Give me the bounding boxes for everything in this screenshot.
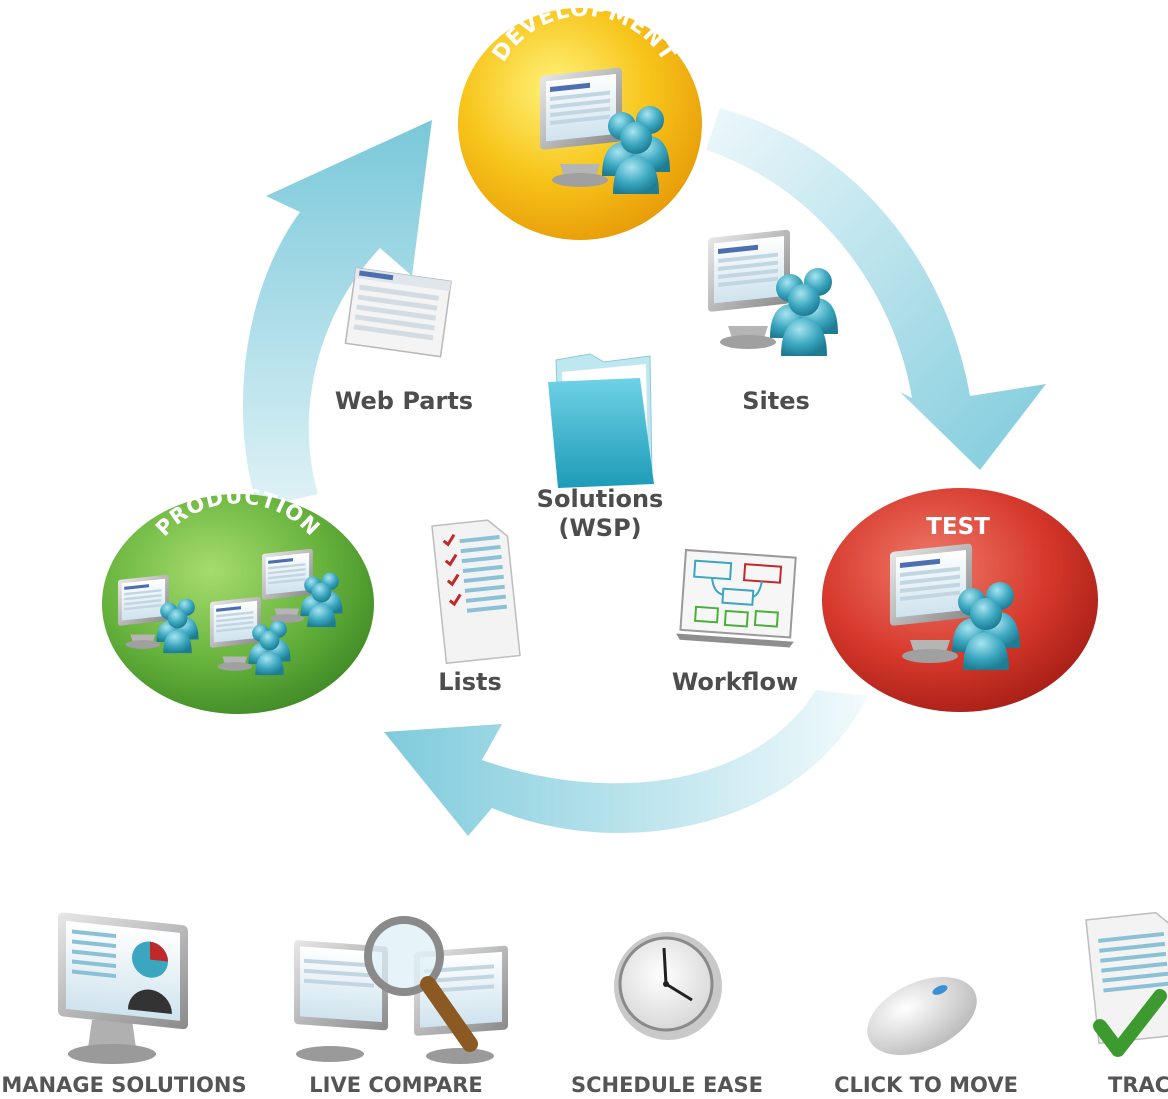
feature-label-manage-solutions: MANAGE SOLUTIONS	[1, 1073, 246, 1097]
monitor-report-icon	[58, 912, 188, 1064]
arrow-development-to-test	[706, 108, 1046, 470]
lists-label: Lists	[438, 668, 502, 696]
folder-icon	[548, 353, 654, 488]
stage-production: PRODUCTION	[102, 484, 374, 714]
stage-test: TEST	[822, 488, 1098, 712]
feature-label-schedule-ease: SCHEDULE EASE	[571, 1073, 763, 1097]
workflow-icon	[676, 548, 797, 648]
sites-label: Sites	[742, 387, 810, 415]
mouse-icon	[867, 976, 977, 1056]
feature-label-track: TRACK	[1108, 1073, 1168, 1097]
magnifier-compare-icon	[294, 916, 508, 1064]
web-parts-icon	[344, 267, 452, 358]
clock-icon	[614, 932, 722, 1040]
feature-label-live-compare: LIVE COMPARE	[309, 1073, 483, 1097]
web-parts-label: Web Parts	[335, 387, 473, 415]
arrow-test-to-production	[384, 690, 868, 836]
workflow-label: Workflow	[672, 668, 798, 696]
stage-label-test: TEST	[926, 514, 990, 540]
solutions-label-line2: (WSP)	[558, 514, 641, 542]
stage-development: DEVELOPMENT	[458, 0, 702, 240]
sites-icon	[708, 229, 838, 356]
document-check-icon	[1085, 911, 1168, 1057]
solutions-label-line1: Solutions	[537, 485, 664, 513]
arrow-production-to-development	[242, 120, 432, 508]
feature-label-click-to-move: CLICK TO MOVE	[834, 1073, 1018, 1097]
lists-icon	[431, 519, 521, 665]
